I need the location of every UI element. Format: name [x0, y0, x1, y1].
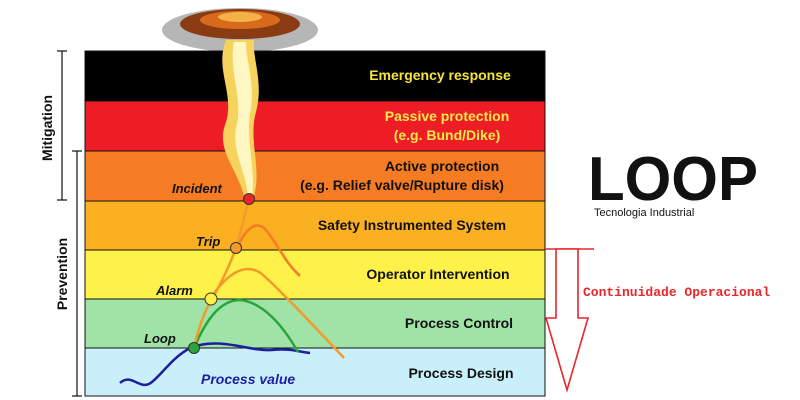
layer-operator-intervention: [84, 249, 546, 300]
brand-subtitle: Tecnologia Industrial: [594, 207, 694, 219]
loop-node-icon: [188, 342, 200, 354]
continuity-label: Continuidade Operacional: [583, 285, 770, 300]
layer-passive-protection: [84, 100, 546, 152]
layer-label-passive-protection: Passive protection: [385, 108, 510, 124]
layer-label-process-design: Process Design: [408, 365, 513, 381]
brand-logo: LOOP Tecnologia Industrial: [588, 145, 758, 219]
continuity-arrow-icon: [544, 248, 594, 393]
mitigation-label: Mitigation: [39, 95, 55, 161]
operator-curve: [208, 267, 345, 359]
layer-label-safety-instrumented-system: Safety Instrumented System: [318, 217, 506, 233]
trip-label: Trip: [196, 234, 220, 249]
explosion-icon: [162, 8, 318, 52]
layer-label-emergency-response: Emergency response: [369, 67, 511, 83]
brand-name: LOOP: [588, 145, 758, 214]
layer-bands: [84, 50, 546, 397]
layer-sublabel-passive-protection: (e.g. Bund/Dike): [394, 127, 501, 143]
escalation-line: [192, 198, 251, 349]
layer-label-active-protection: Active protection: [385, 158, 499, 174]
layer-safety-instrumented-system: [84, 200, 546, 251]
mitigation-bracket: [57, 50, 67, 201]
layer-label-operator-intervention: Operator Intervention: [366, 266, 509, 282]
layer-active-protection: [84, 150, 546, 202]
nodes: [188, 193, 255, 354]
layer-sublabel-active-protection: (e.g. Relief valve/Rupture disk): [300, 177, 504, 193]
layer-emergency-response: [84, 50, 546, 102]
flame-icon: [222, 40, 259, 196]
layer-labels: Emergency response Passive protection (e…: [300, 67, 513, 381]
process-control-curve: [192, 298, 300, 353]
alarm-node-icon: [204, 292, 218, 306]
alarm-label: Alarm: [155, 283, 193, 298]
layer-label-process-control: Process Control: [405, 315, 513, 331]
layer-process-control: [84, 298, 546, 349]
prevention-label: Prevention: [54, 238, 70, 310]
sis-curve: [235, 224, 301, 277]
prevention-bracket: [72, 150, 82, 397]
loop-label: Loop: [144, 331, 176, 346]
incident-node-icon: [243, 193, 255, 205]
process-value-label: Process value: [201, 371, 295, 387]
trip-node-icon: [230, 242, 242, 254]
incident-label: Incident: [172, 181, 223, 196]
